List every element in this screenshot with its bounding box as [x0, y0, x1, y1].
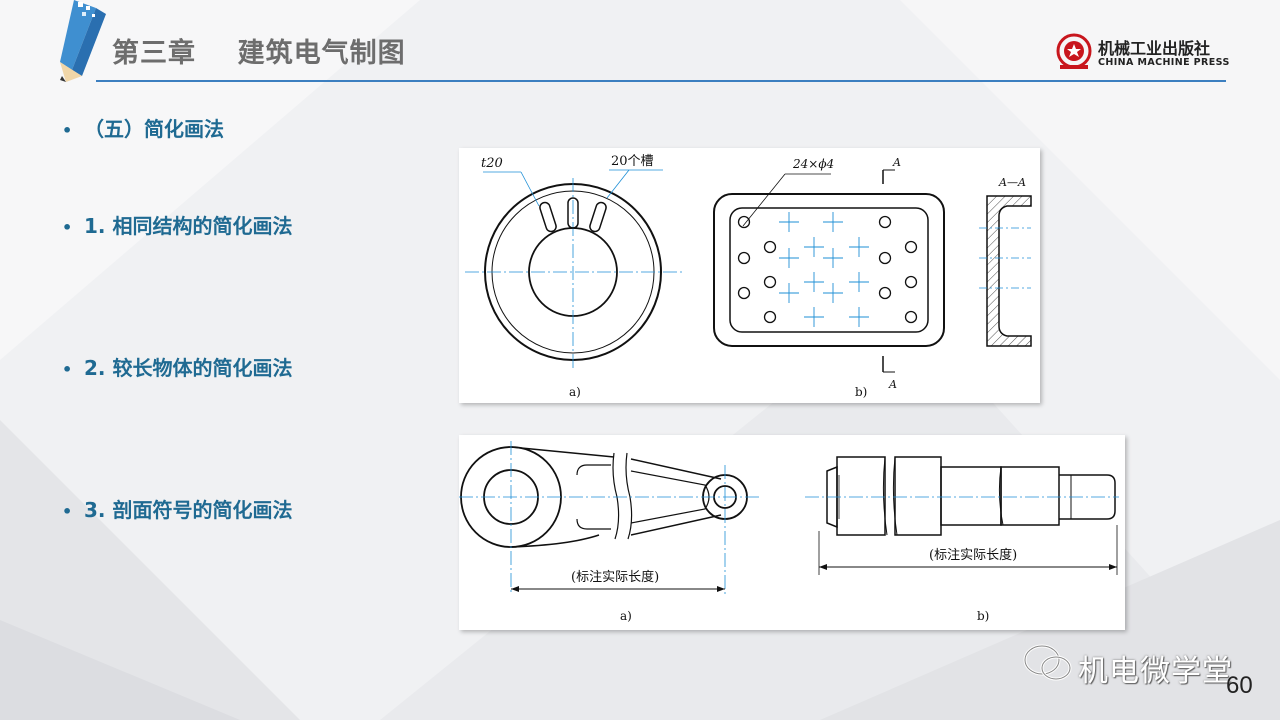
shaft-part: [826, 456, 1116, 536]
chapter-title: 建筑电气制图: [237, 38, 406, 69]
section-view: [979, 195, 1032, 347]
wechat-icon: [1023, 644, 1072, 681]
section-mark-top: A: [892, 156, 901, 169]
thickness-label: t20: [481, 156, 503, 171]
figure2-drawing: (标注实际长度) a) (标注实际长度) b): [459, 441, 1119, 623]
caption-b: b): [855, 385, 867, 399]
disk-part: [465, 169, 685, 370]
section-title: A—A: [998, 176, 1026, 189]
bullet-label: 1. 相同结构的简化画法: [84, 214, 293, 238]
bullet-label: 3. 剖面符号的简化画法: [84, 498, 293, 522]
plate-part: [713, 169, 945, 373]
page-number: 60: [1226, 672, 1253, 699]
slot-count-label: 20个槽: [611, 154, 654, 169]
publisher-logo-icon: [1056, 33, 1092, 69]
figure-panel-2: (标注实际长度) a) (标注实际长度) b): [459, 435, 1125, 630]
caption-b: b): [977, 609, 989, 623]
bullet-item-1: •1. 相同结构的简化画法: [62, 214, 293, 238]
hole-count-label: 24×ϕ4: [792, 157, 834, 171]
bullet-label: 2. 较长物体的简化画法: [84, 356, 293, 380]
figure-panel-1: t20 20个槽 a): [459, 148, 1040, 403]
chapter-label: 第三章: [112, 38, 196, 69]
publisher-name: 机械工业出版社: [1098, 39, 1211, 58]
bullet-item-3: •3. 剖面符号的简化画法: [62, 498, 293, 522]
bullet-heading: •（五）简化画法: [62, 117, 224, 141]
caption-a: a): [620, 609, 632, 623]
figure1-drawing: t20 20个槽 a): [465, 154, 1032, 399]
length-label-a: (标注实际长度): [571, 569, 659, 585]
section-mark-bottom: A: [888, 378, 897, 391]
pencil-icon: [60, 0, 106, 82]
length-label-b: (标注实际长度): [929, 547, 1017, 563]
bullet-item-2: •2. 较长物体的简化画法: [62, 356, 293, 380]
header-rule: [96, 80, 1226, 82]
caption-a: a): [569, 385, 581, 399]
publisher-subtitle: CHINA MACHINE PRESS: [1098, 57, 1230, 68]
page-title: 第三章 建筑电气制图: [112, 31, 406, 70]
bullet-label: （五）简化画法: [84, 117, 224, 141]
watermark-text: 机电微学堂: [1078, 654, 1233, 689]
